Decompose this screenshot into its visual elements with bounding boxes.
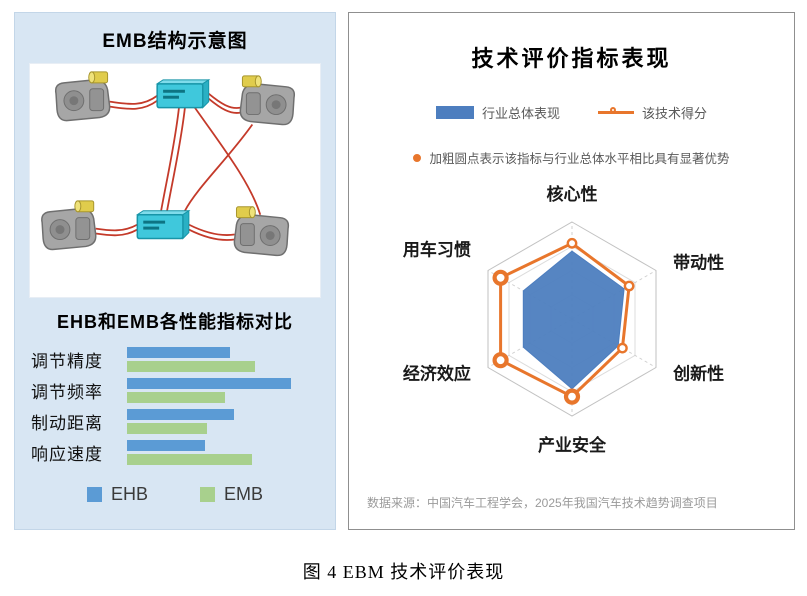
comparison-title: EHB和EMB各性能指标对比 <box>56 312 293 332</box>
brake-caliper-top-left <box>54 71 111 122</box>
legend-item-industry: 行业总体表现 <box>435 103 560 122</box>
radar-axis-label: 产业安全 <box>538 435 607 455</box>
tech-legend-label: 该技术得分 <box>642 106 708 121</box>
bar-row: 响应速度 <box>31 437 319 468</box>
bar-emb <box>127 361 256 372</box>
control-unit-bottom <box>136 209 190 240</box>
control-unit-top <box>156 79 210 109</box>
radar-axis-label: 经济效应 <box>402 364 470 384</box>
bar-ehb <box>127 347 231 358</box>
bar-row: 调节精度 <box>31 344 319 375</box>
brake-caliper-bottom-right <box>233 206 290 257</box>
brake-caliper-top-right <box>239 75 296 126</box>
bar-group <box>127 378 305 403</box>
radar-axis-label: 用车习惯 <box>402 240 470 260</box>
tech-marker <box>623 280 634 292</box>
radar-axis-label: 核心性 <box>546 184 597 204</box>
emb-panel: EMB结构示意图 <box>14 12 336 530</box>
brake-wiring <box>95 93 262 241</box>
bar-emb <box>127 454 252 465</box>
ehb-legend-label: EHB <box>110 484 148 504</box>
bar-category-label: 响应速度 <box>31 445 103 464</box>
industry-swatch-icon <box>435 106 474 119</box>
emb-structure-diagram <box>29 63 321 298</box>
bar-row: 制动距离 <box>31 406 319 437</box>
right-panel-title: 技术评价指标表现 <box>471 46 672 71</box>
tech-marker-bold <box>492 352 509 369</box>
bar-row: 调节频率 <box>31 375 319 406</box>
bold-dot-note: 加粗圆点表示该指标与行业总体水平相比具有显著优势 <box>349 148 794 167</box>
radar-axis-label: 带动性 <box>673 253 724 273</box>
bar-ehb <box>127 440 206 451</box>
bar-group <box>127 440 305 465</box>
bar-emb <box>127 392 225 403</box>
data-source: 数据来源：中国汽车工程学会，2025年我国汽车技术趋势调查项目 <box>367 496 718 510</box>
bold-dot-icon <box>413 153 422 162</box>
industry-legend-label: 行业总体表现 <box>481 106 560 121</box>
bar-emb <box>127 423 208 434</box>
bar-category-label: 制动距离 <box>31 414 103 433</box>
bar-group <box>127 347 305 372</box>
ehb-swatch-icon <box>86 487 102 502</box>
radar-legend: 行业总体表现 该技术得分 <box>349 103 794 122</box>
emb-legend-label: EMB <box>224 484 264 504</box>
tech-dot-icon <box>610 107 616 113</box>
legend-item-ehb: EHB <box>86 484 148 505</box>
emb-swatch-icon <box>200 487 215 502</box>
legend-item-emb: EMB <box>200 484 263 505</box>
bar-ehb <box>127 378 291 389</box>
bar-ehb <box>127 409 234 420</box>
brake-caliper-bottom-left <box>41 200 97 251</box>
radar-chart: 核心性带动性创新性产业安全 经济效应 用车习惯 <box>349 171 794 476</box>
note-text: 加粗圆点表示该指标与行业总体水平相比具有显著优势 <box>429 152 730 166</box>
tech-line-marker-icon <box>598 107 634 114</box>
figure-caption: 图 4 EBM 技术评价表现 <box>302 562 505 582</box>
legend-item-tech: 该技术得分 <box>598 103 707 122</box>
performance-bar-chart: 调节精度调节频率制动距离响应速度 <box>31 344 319 468</box>
bar-category-label: 调节频率 <box>31 383 103 402</box>
tech-marker-bold <box>563 388 580 405</box>
bar-legend: EHB EMB <box>15 484 335 505</box>
left-panel-title: EMB结构示意图 <box>102 31 248 52</box>
tech-marker <box>566 237 577 249</box>
tech-marker-bold <box>492 269 509 286</box>
bar-category-label: 调节精度 <box>31 352 103 371</box>
radar-axis-label: 创新性 <box>672 364 724 384</box>
tech-marker <box>616 342 628 354</box>
evaluation-panel: 技术评价指标表现 行业总体表现 该技术得分 加粗圆点表示该指标与行业总体水平相比… <box>348 12 795 530</box>
bar-group <box>127 409 305 434</box>
emb-structure-svg <box>41 71 296 257</box>
